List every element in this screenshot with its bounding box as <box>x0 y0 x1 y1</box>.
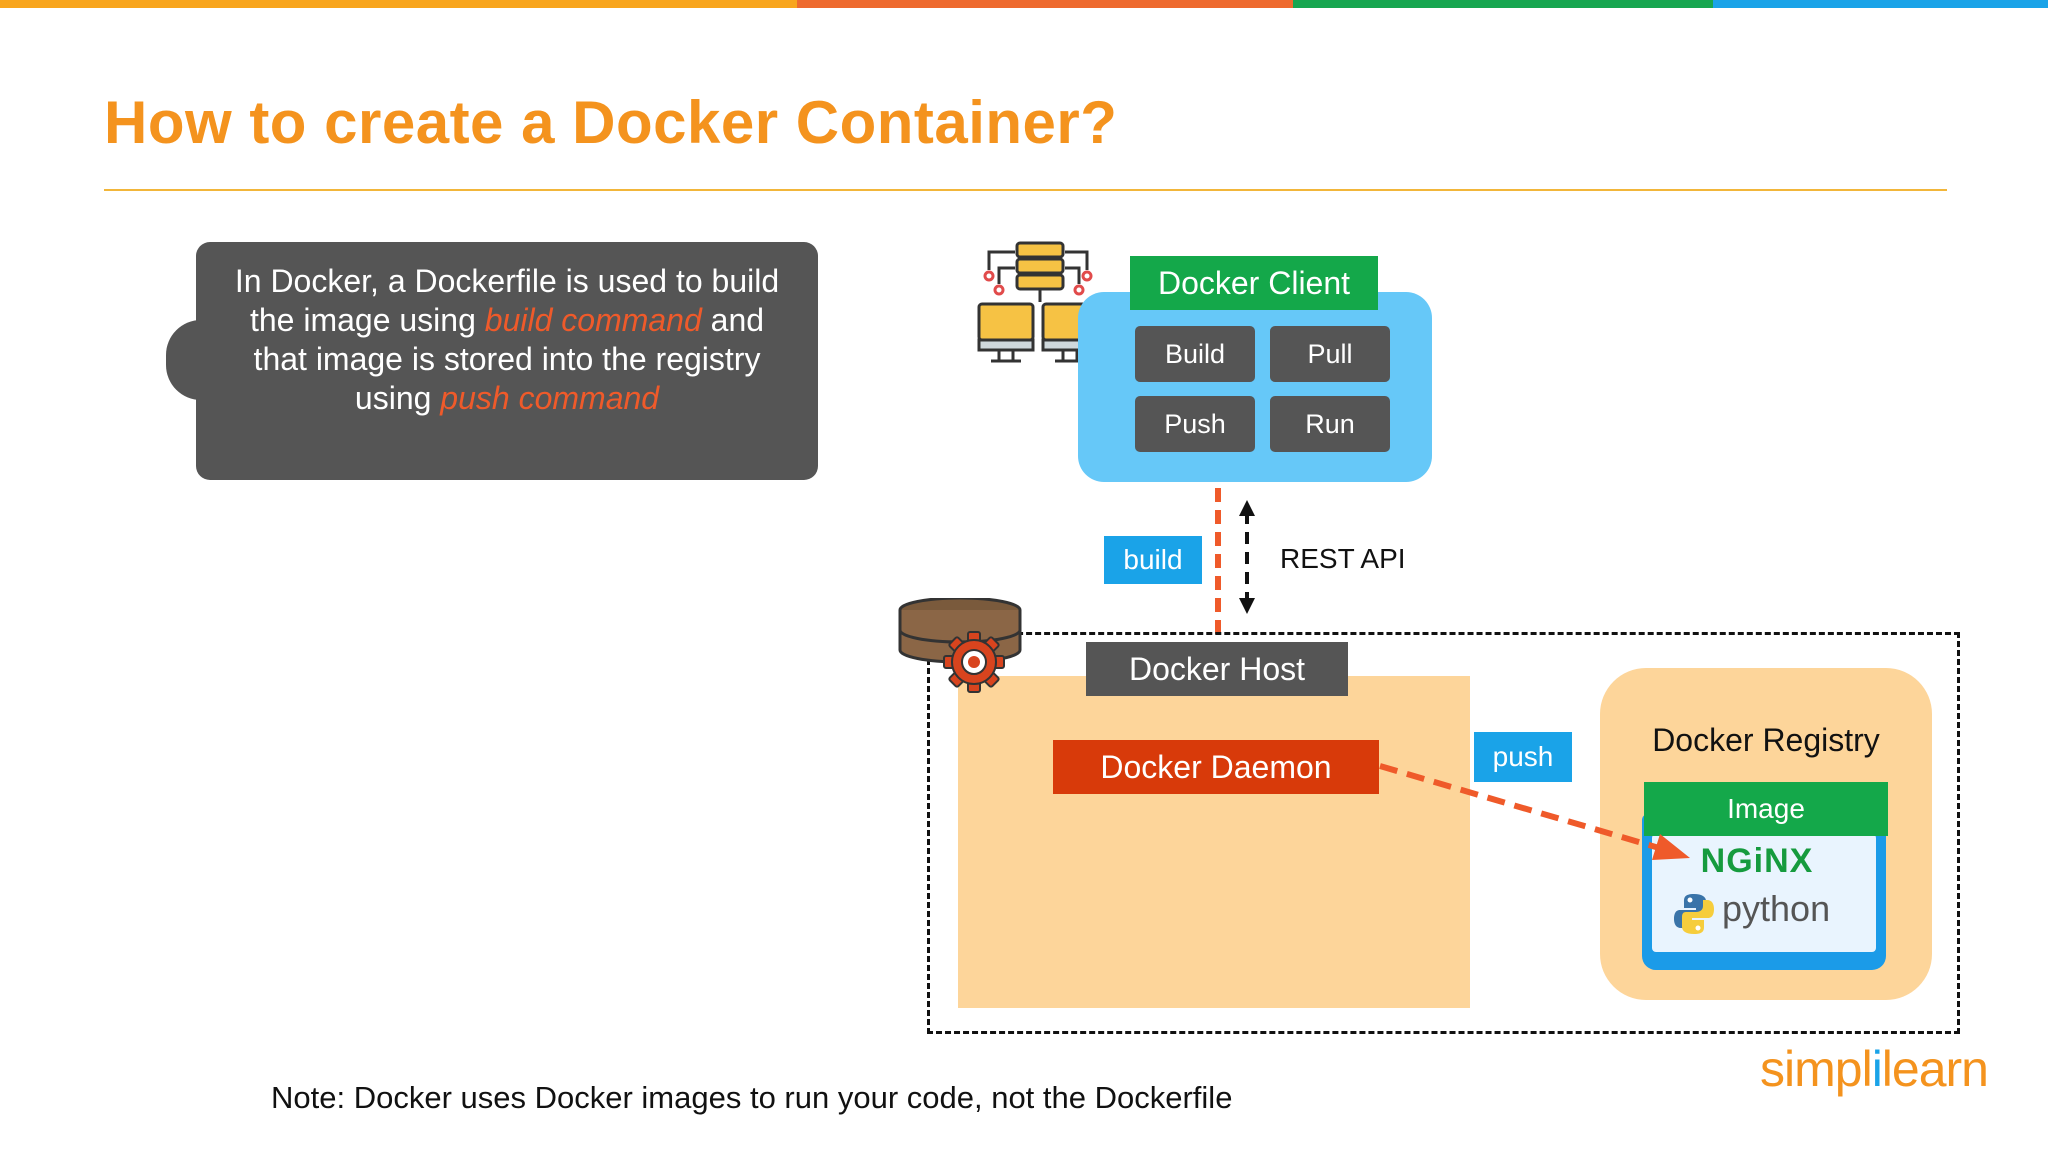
top-strip-green <box>1293 0 1713 8</box>
run-command: Run <box>1270 396 1390 452</box>
docker-registry-label: Docker Registry <box>1652 722 1880 758</box>
top-strip-orange <box>0 0 797 8</box>
python-logo-icon <box>1674 894 1714 934</box>
docker-host-area <box>958 676 1470 1008</box>
nginx-logo: NGiNX <box>1700 842 1814 880</box>
top-strip-red <box>797 0 1293 8</box>
image-label: Image <box>1644 782 1888 836</box>
simplilearn-logo: simplilearn <box>1760 1040 1989 1098</box>
logo-part-1: simpl <box>1760 1041 1873 1097</box>
network-computers-icon <box>977 241 1099 363</box>
callout-text-1: In Docker, a Dockerfile is used to build… <box>234 263 780 338</box>
pull-command: Pull <box>1270 326 1390 382</box>
logo-part-2: i <box>1871 1041 1883 1097</box>
push-command: Push <box>1135 396 1255 452</box>
python-logo-text: python <box>1722 888 1831 929</box>
docker-host-border <box>927 632 1960 1034</box>
push-arrow <box>1379 763 1690 860</box>
docker-client-label: Docker Client <box>1130 256 1378 310</box>
push-tag: push <box>1474 732 1572 782</box>
logo-part-3: learn <box>1881 1041 1989 1097</box>
database-gear-icon <box>898 598 1022 693</box>
rest-api-label: REST API <box>1280 543 1406 574</box>
page-title: How to create a Docker Container? <box>104 89 1118 156</box>
docker-client-panel <box>1078 292 1432 482</box>
callout-highlight-push: push command <box>440 380 660 416</box>
callout-text-2: and that image is stored into the regist… <box>253 302 765 416</box>
build-command: Build <box>1135 326 1255 382</box>
callout-highlight-build: build command <box>484 302 702 338</box>
title-divider <box>104 189 1947 191</box>
docker-daemon: Docker Daemon <box>1053 740 1379 794</box>
build-tag: build <box>1104 536 1202 584</box>
callout-box: In Docker, a Dockerfile is used to build… <box>196 242 818 480</box>
footer-note: Note: Docker uses Docker images to run y… <box>271 1080 1233 1115</box>
docker-host-label: Docker Host <box>1086 642 1348 696</box>
top-strip-blue <box>1713 0 2048 8</box>
